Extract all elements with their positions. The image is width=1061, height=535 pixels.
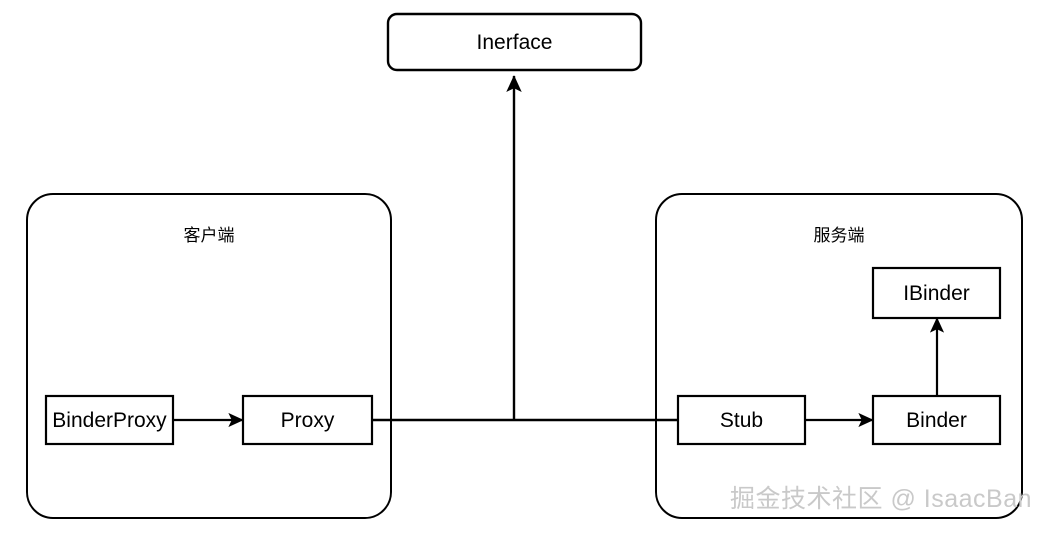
node-box-proxy[interactable] — [241, 394, 374, 446]
node-box-interface[interactable] — [386, 12, 643, 72]
group-label-server: 服务端 — [813, 226, 865, 245]
node-box-stub[interactable] — [676, 394, 807, 446]
node-box-binderproxy[interactable] — [44, 394, 175, 446]
group-label-client: 客户端 — [183, 226, 235, 245]
node-box-binder[interactable] — [871, 394, 1002, 446]
watermark-credit: 掘金技术社区 @ IsaacBan — [730, 485, 1033, 513]
node-box-ibinder[interactable] — [871, 266, 1002, 320]
